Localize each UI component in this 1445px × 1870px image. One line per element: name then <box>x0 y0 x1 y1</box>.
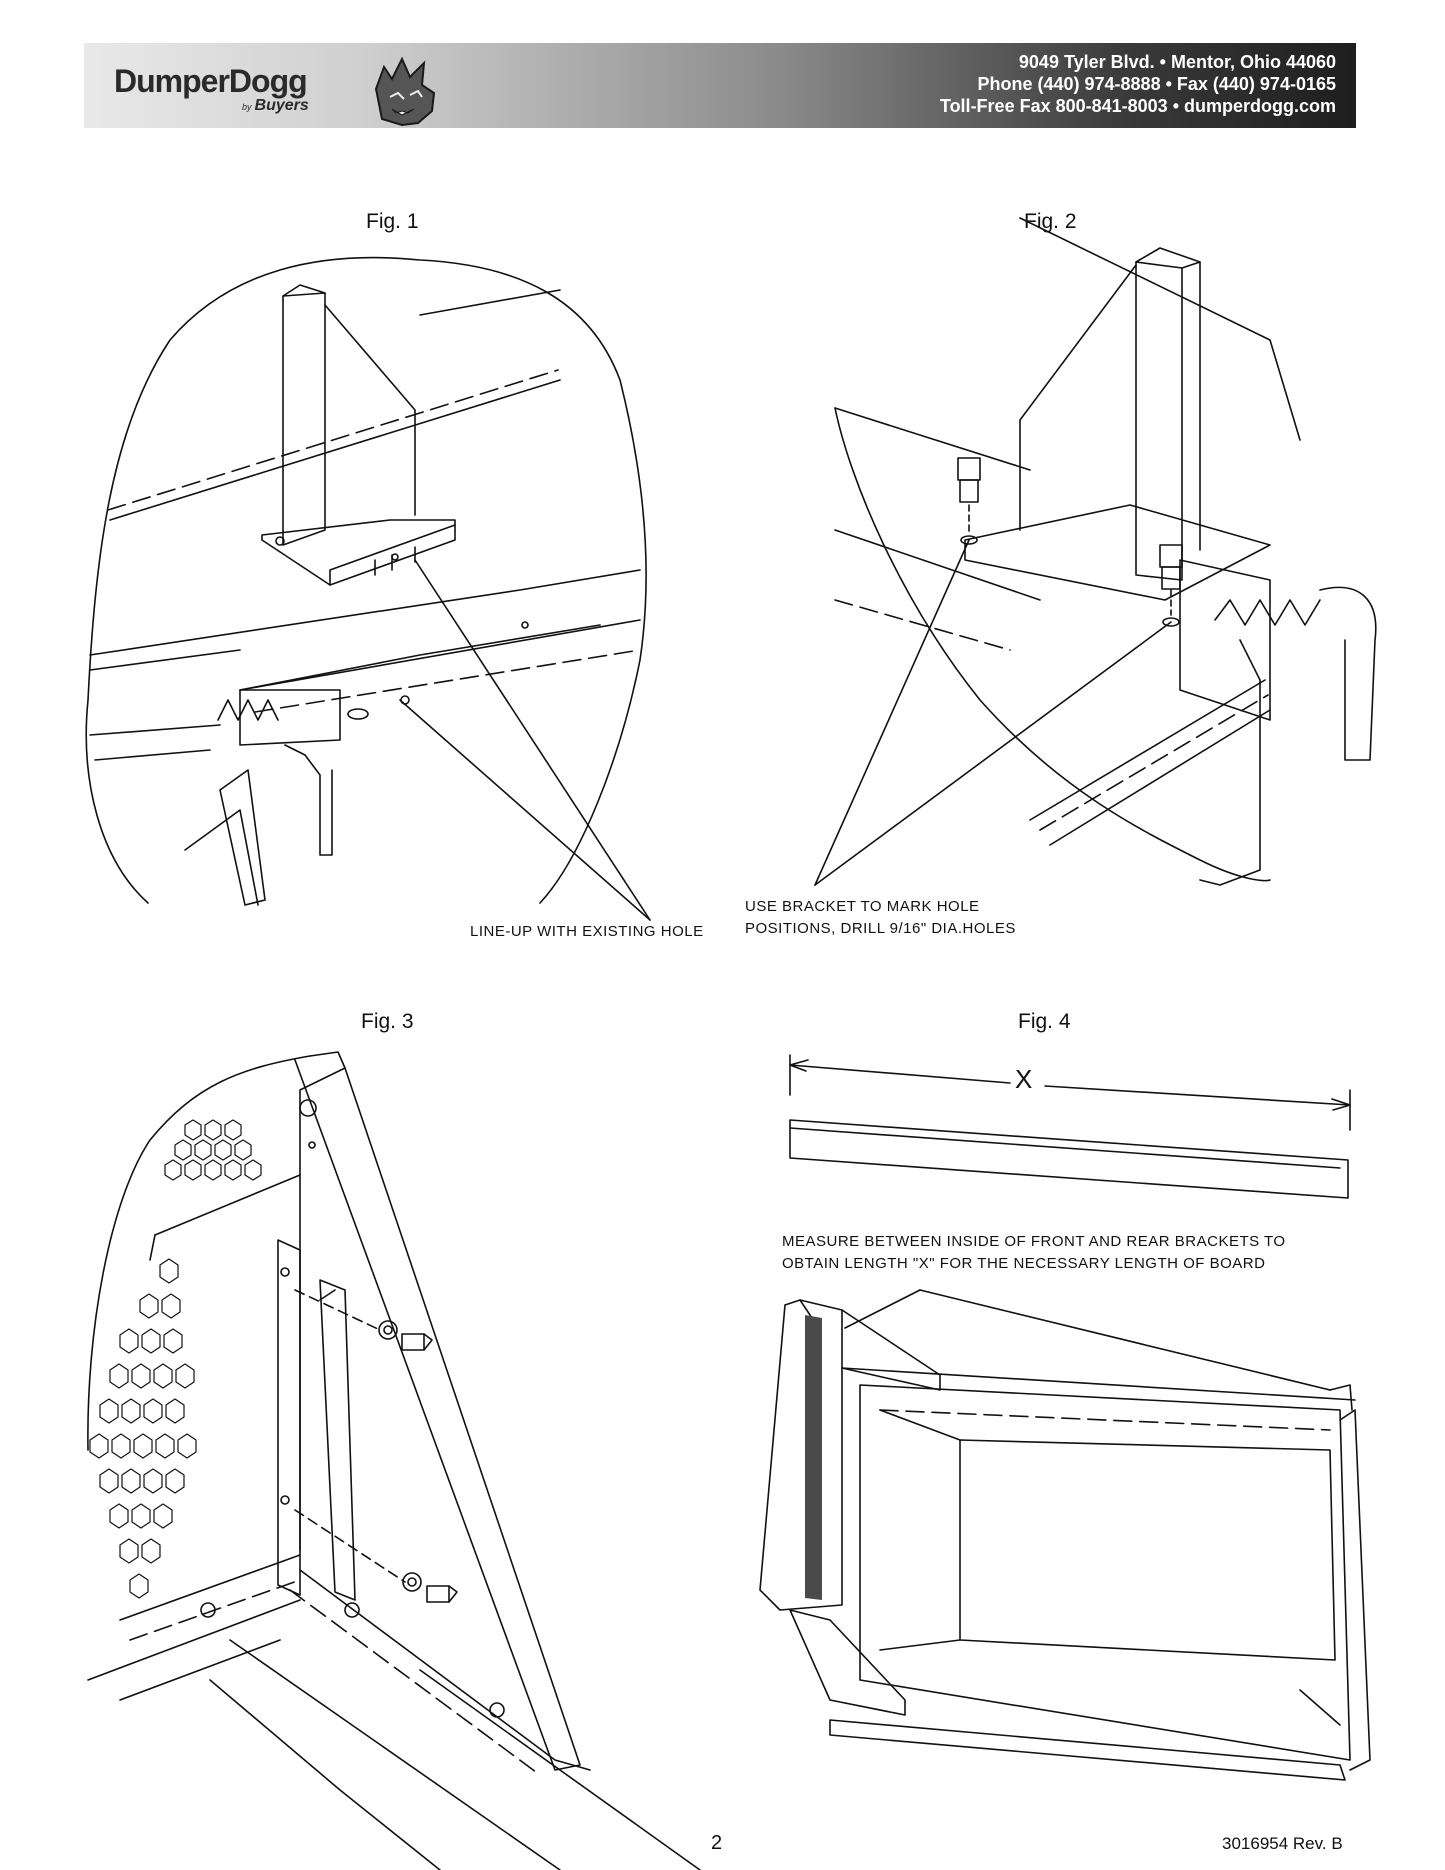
address-line-2: Phone (440) 974-8888 • Fax (440) 974-016… <box>977 74 1336 94</box>
logo-text: DumperDogg <box>114 63 308 99</box>
dog-mascot-icon <box>374 56 436 127</box>
hex-grid <box>89 1119 262 1599</box>
fig2-drawing <box>814 217 1377 886</box>
perforated-panel <box>805 1315 822 1600</box>
fig4-dimension-label: X <box>1015 1064 1033 1094</box>
fig4-title: Fig. 4 <box>1018 1010 1071 1033</box>
logo-brand-name: Buyers <box>254 97 309 114</box>
fig4-callout-line-1: MEASURE BETWEEN INSIDE OF FRONT AND REAR… <box>782 1233 1286 1250</box>
fig2-callout-line-2: POSITIONS, DRILL 9/16" DIA.HOLES <box>745 920 1016 937</box>
fig4-callout-line-2: OBTAIN LENGTH "X" FOR THE NECESSARY LENG… <box>782 1255 1266 1272</box>
address-line-3: Toll-Free Fax 800-841-8003 • dumperdogg.… <box>939 96 1336 116</box>
page-number: 2 <box>711 1832 723 1854</box>
fig3-drawing <box>87 1051 701 1870</box>
fig2-callout-line-1: USE BRACKET TO MARK HOLE <box>745 898 980 915</box>
company-address: 9049 Tyler Blvd. • Mentor, Ohio 44060 Ph… <box>940 51 1336 117</box>
address-line-1: 9049 Tyler Blvd. • Mentor, Ohio 44060 <box>1018 52 1336 72</box>
fig1-callout: LINE-UP WITH EXISTING HOLE <box>470 923 704 940</box>
fig1-title: Fig. 1 <box>366 210 419 233</box>
fig1-drawing <box>85 256 651 921</box>
fig2-callout: USE BRACKET TO MARK HOLE POSITIONS, DRIL… <box>745 896 1016 940</box>
logo-by: by <box>242 102 252 112</box>
fig4-callout: MEASURE BETWEEN INSIDE OF FRONT AND REAR… <box>782 1231 1286 1275</box>
fig4-drawing <box>759 1054 1371 1781</box>
fig3-title: Fig. 3 <box>361 1010 414 1033</box>
document-number: 3016954 Rev. B <box>1222 1834 1343 1853</box>
